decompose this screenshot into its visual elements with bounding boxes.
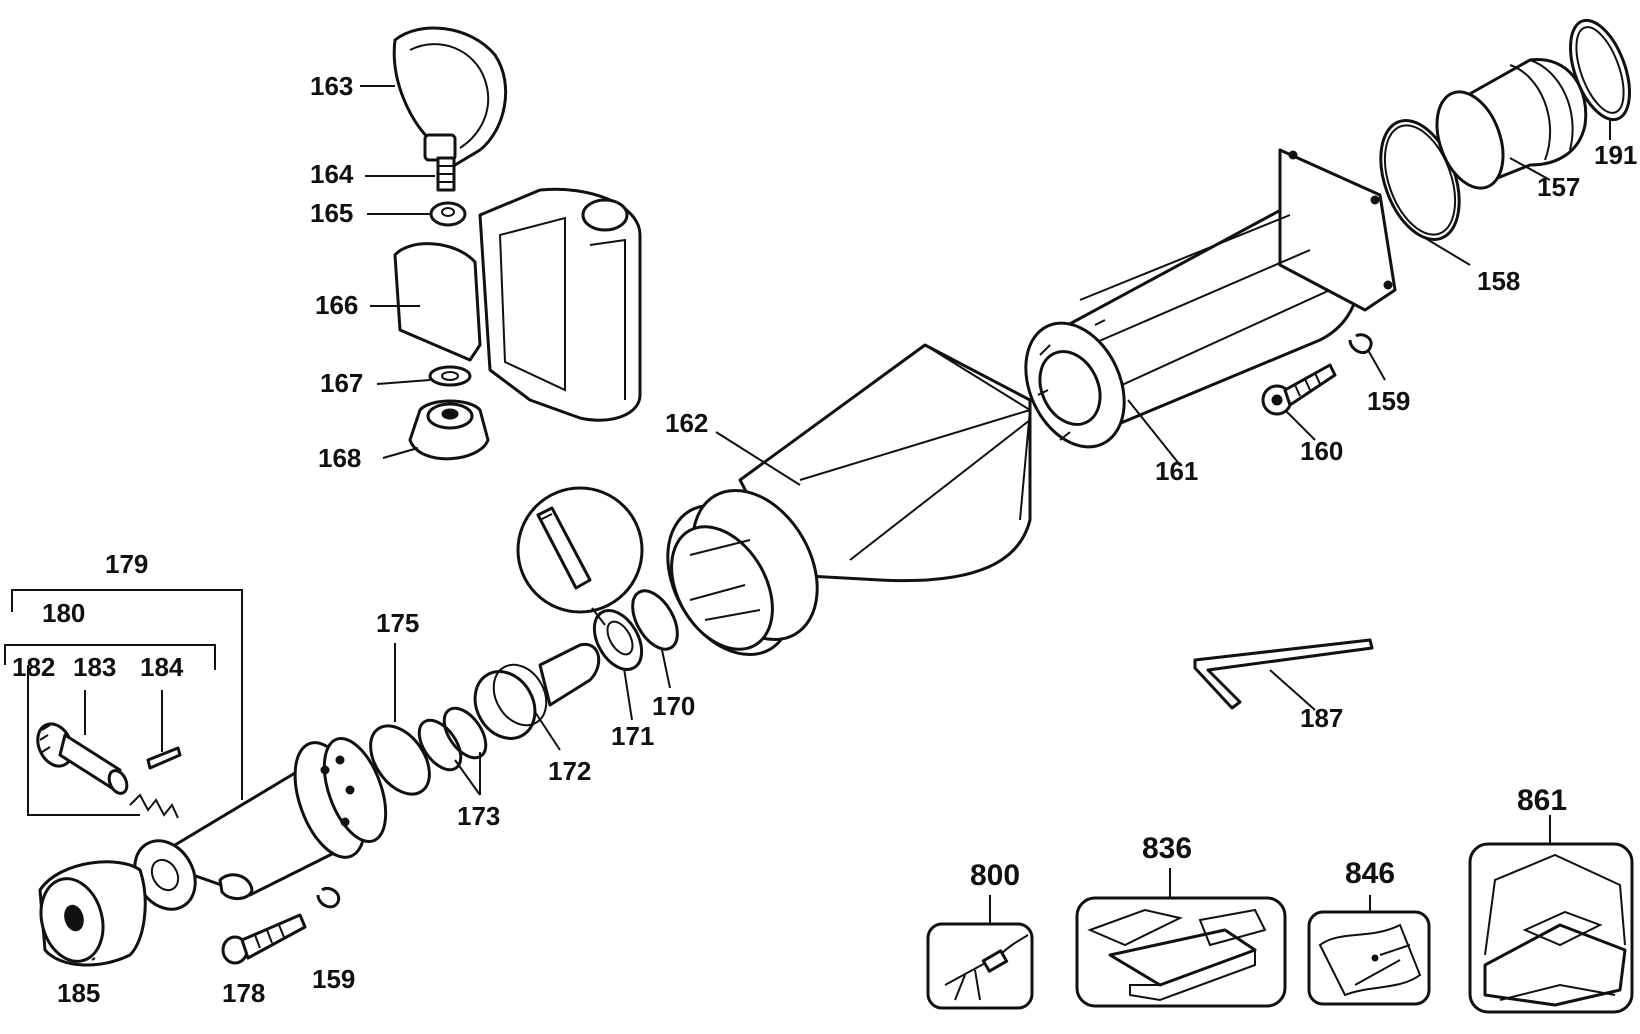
- label-170: 170: [652, 691, 695, 721]
- bracket-182-183: [27, 665, 140, 816]
- part-157-end-cap: [1435, 58, 1588, 190]
- part-184-spring-clip: [146, 746, 182, 770]
- label-183: 183: [73, 652, 116, 682]
- part-185-cover: [38, 860, 147, 967]
- label-165: 165: [310, 198, 353, 228]
- part-168-knob: [408, 399, 490, 461]
- label-166: 166: [315, 290, 358, 320]
- part-159-ring-upper: [1348, 333, 1373, 354]
- part-167-washer: [428, 365, 472, 387]
- part-165-nut: [429, 201, 467, 227]
- label-191: 191: [1594, 140, 1637, 170]
- bracket-179: [11, 589, 243, 800]
- label-157: 157: [1537, 172, 1580, 202]
- part-161-barrel-housing: [1024, 148, 1397, 449]
- part-173-rings: [417, 706, 488, 772]
- label-175: 175: [376, 608, 419, 638]
- part-159-ring-lower: [316, 886, 341, 909]
- part-163-strap: [392, 26, 508, 167]
- part-175-o-ring: [369, 724, 431, 796]
- label-161: 161: [1155, 456, 1198, 486]
- part-171-seal: [592, 609, 644, 671]
- label-172: 172: [548, 756, 591, 786]
- label-158: 158: [1477, 266, 1520, 296]
- part-160-cap-screw: [1261, 363, 1337, 416]
- label-171: 171: [611, 721, 654, 751]
- label-187: 187: [1300, 703, 1343, 733]
- label-173: 173: [457, 801, 500, 831]
- label-179: 179: [105, 549, 148, 579]
- label-167: 167: [320, 368, 363, 398]
- part-164-bolt: [436, 156, 456, 192]
- part-162-nose-housing: [666, 343, 1032, 657]
- label-164: 164: [310, 159, 354, 189]
- part-191-ring: [1569, 18, 1631, 122]
- spring: [129, 793, 179, 819]
- part-183-pin: [36, 722, 129, 795]
- label-159-upper: 159: [1367, 386, 1410, 416]
- label-162: 162: [665, 408, 708, 438]
- leader-lines: [84, 85, 1611, 961]
- label-800: 800: [970, 859, 1020, 892]
- label-184: 184: [140, 652, 184, 682]
- detail-callout: [516, 486, 644, 626]
- label-178: 178: [222, 978, 265, 1008]
- label-846: 846: [1345, 857, 1395, 890]
- label-180: 180: [42, 598, 85, 628]
- part-172-striker: [473, 642, 601, 740]
- label-159-lower: 159: [312, 964, 355, 994]
- label-182: 182: [12, 652, 55, 682]
- accessory-800-box: [926, 922, 1034, 1010]
- label-163: 163: [310, 71, 353, 101]
- part-166-side-handle: [393, 187, 642, 422]
- label-168: 168: [318, 443, 361, 473]
- part-187-hex-key: [1193, 638, 1374, 710]
- part-178-screw: [221, 913, 307, 965]
- label-836: 836: [1142, 832, 1192, 865]
- accessory-846-box: [1307, 910, 1431, 1006]
- label-861: 861: [1517, 784, 1567, 817]
- accessory-836-box: [1075, 896, 1287, 1008]
- part-170-ring: [631, 589, 679, 651]
- label-185: 185: [57, 978, 100, 1008]
- part-labels: 163 164 165 166 167 168 162 161 160 159 …: [12, 71, 1637, 1008]
- part-chuck-body: [133, 736, 388, 911]
- label-160: 160: [1300, 436, 1343, 466]
- bracket-180: [4, 644, 216, 670]
- accessory-861-box: [1468, 842, 1634, 1014]
